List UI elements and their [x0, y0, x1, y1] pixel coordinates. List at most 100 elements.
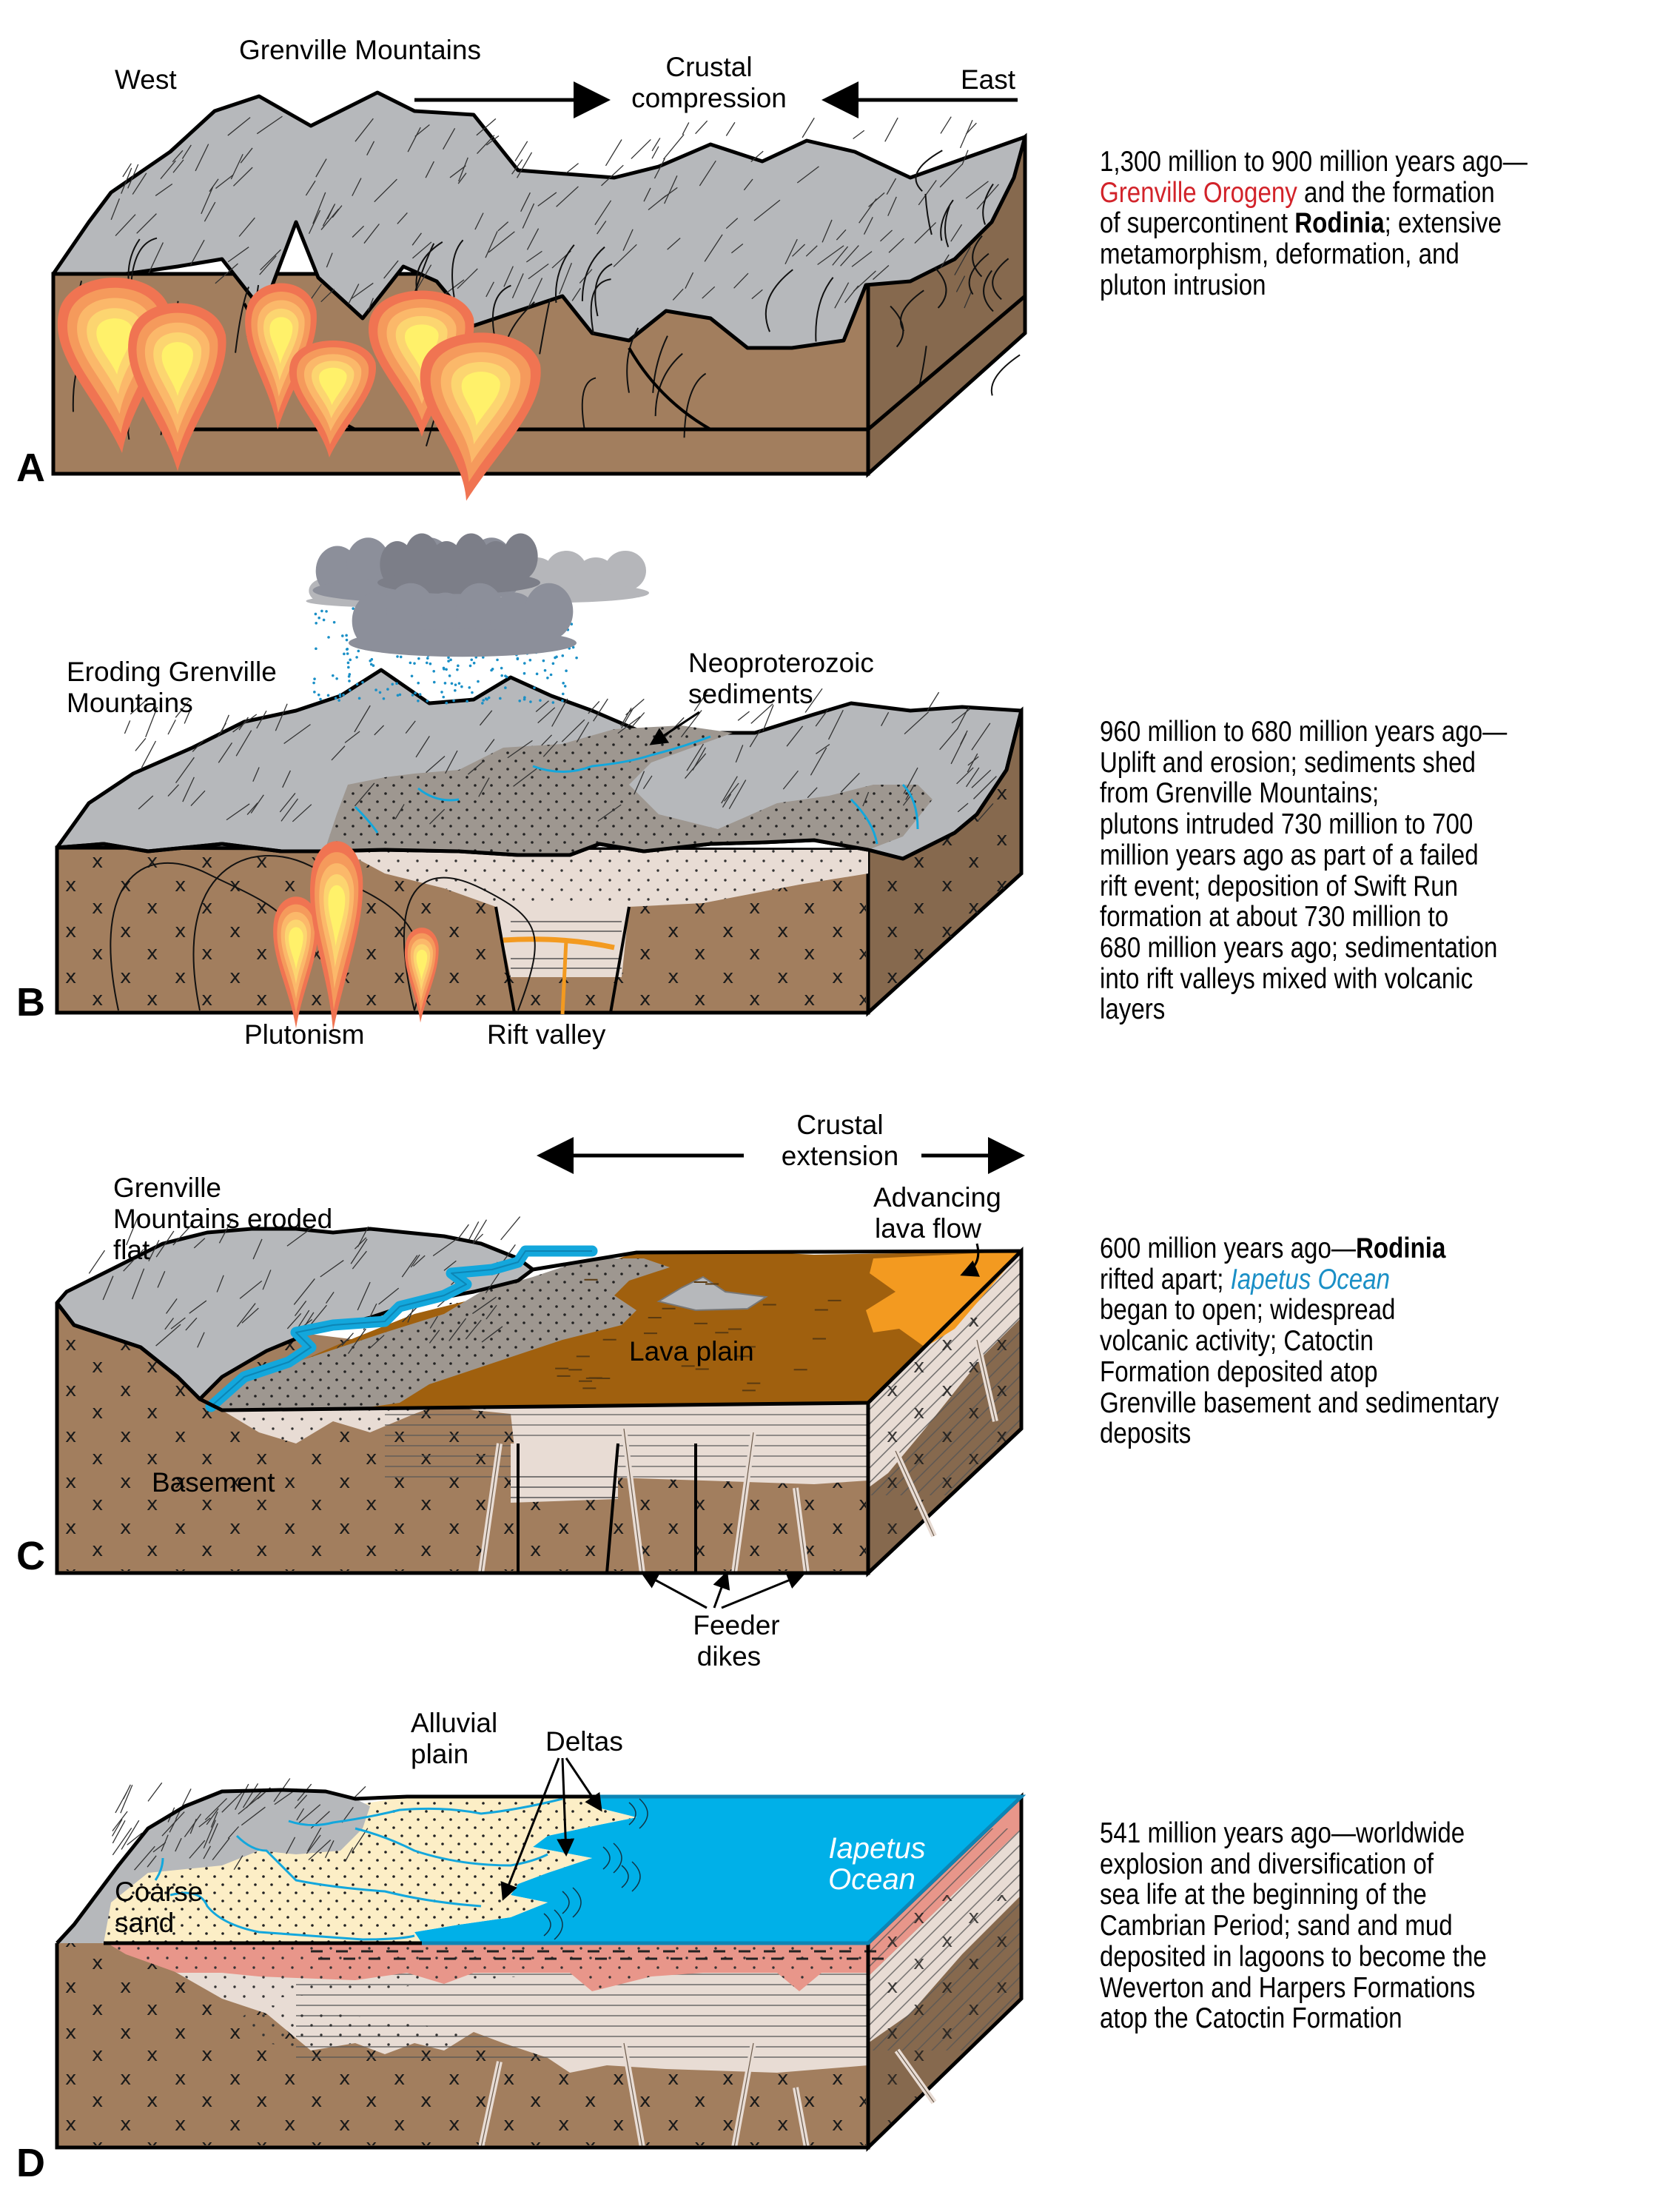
panel-c-graben-lines — [511, 1469, 618, 1499]
raindrop — [349, 658, 352, 662]
raindrop — [487, 696, 491, 700]
stream — [288, 1797, 563, 1826]
hatch-stroke — [172, 159, 184, 173]
description-text: Grenville basement and sedimentary — [1100, 1386, 1499, 1419]
stream — [532, 735, 711, 773]
hatch-stroke — [725, 121, 736, 136]
hatch-stroke — [432, 1236, 460, 1256]
hatch-stroke — [130, 699, 148, 715]
fold-line — [968, 252, 989, 295]
hatch-stroke — [374, 178, 397, 203]
hatch-stroke — [218, 1218, 233, 1244]
raindrop — [565, 669, 568, 673]
hatch-stroke — [429, 1329, 440, 1344]
hatch-stroke — [642, 775, 653, 789]
wave-arc — [572, 1887, 582, 1918]
raindrop — [369, 659, 372, 663]
label-crustal-extension-2: extension — [782, 1141, 898, 1171]
dike-edge — [623, 2042, 643, 2148]
hatch-stroke — [832, 246, 849, 266]
hatch-stroke — [682, 122, 690, 135]
hatch-stroke — [940, 254, 950, 268]
hatch-stroke — [976, 184, 999, 209]
hatch-stroke — [485, 230, 498, 258]
hatch-stroke — [959, 119, 973, 149]
label-grenville-mountains: Grenville Mountains — [239, 35, 481, 65]
hatch-stroke — [126, 1216, 139, 1246]
hatch-stroke — [965, 767, 980, 788]
hatch-stroke — [242, 1783, 259, 1808]
hatch-stroke — [148, 1239, 160, 1261]
hatch-stroke — [306, 1834, 321, 1854]
hatch-stroke — [588, 700, 600, 714]
label-coarse-sand-2: sand — [115, 1908, 174, 1938]
hatch-stroke — [212, 1837, 230, 1861]
hatch-stroke — [155, 183, 173, 196]
panel-b-sediment-dots — [340, 850, 868, 907]
hatch-stroke — [692, 747, 706, 771]
raindrop — [346, 652, 349, 655]
dike-edge — [896, 2050, 935, 2103]
hatch-stroke — [347, 1328, 366, 1355]
hatch-stroke — [401, 1255, 418, 1278]
hatch-stroke — [597, 221, 607, 235]
hatch-stroke — [751, 289, 763, 300]
hatch-stroke — [722, 794, 732, 808]
hatch-stroke — [643, 187, 651, 202]
panel-b-volcanic-sill — [503, 936, 615, 950]
hatch-stroke — [217, 722, 226, 737]
label-alluvial-plain-2: plain — [411, 1739, 468, 1769]
cloud-puff — [503, 533, 538, 580]
hatch-stroke — [164, 1318, 174, 1330]
hatch-stroke — [230, 153, 243, 180]
dike-edge — [623, 1428, 643, 1574]
hatch-stroke — [124, 720, 131, 734]
description-text: explosion and diversification of — [1100, 1848, 1434, 1880]
hatch-stroke — [565, 163, 579, 174]
hatch-stroke — [526, 228, 540, 250]
hatch-stroke — [685, 272, 694, 289]
fold-line — [403, 876, 536, 1011]
hatch-stroke — [355, 118, 374, 142]
hatch-stroke — [189, 1300, 207, 1314]
hatch-stroke — [965, 122, 977, 135]
panel-b: Eroding Grenville Mountains Neoproterozo… — [16, 533, 1024, 1050]
fold-line — [915, 150, 943, 192]
hatch-stroke — [286, 1837, 296, 1854]
fold-line — [815, 277, 834, 342]
hatch-stroke — [410, 1254, 420, 1268]
hatch-stroke — [206, 1808, 219, 1825]
hatch-stroke — [750, 703, 773, 724]
description-text: ; extensive — [1384, 207, 1502, 240]
raindrop — [454, 683, 457, 686]
raindrop — [315, 647, 317, 651]
hatch-stroke — [485, 135, 500, 146]
hatch-stroke — [308, 1840, 332, 1861]
hatch-stroke — [397, 212, 408, 224]
hatch-stroke — [366, 141, 375, 155]
label-iapetus-ocean-1: Iapetus — [828, 1832, 925, 1865]
hatch-stroke — [367, 298, 374, 311]
wave-arc — [543, 1913, 551, 1937]
hatch-stroke — [730, 244, 744, 254]
hatch-stroke — [914, 222, 937, 244]
hatch-stroke — [445, 750, 458, 774]
hatch-stroke — [950, 733, 967, 765]
description-text: into rift valleys mixed with volcanic — [1100, 962, 1474, 995]
hatch-stroke — [429, 1315, 438, 1329]
raindrop — [335, 677, 338, 680]
hatch-stroke — [458, 157, 468, 182]
hatch-stroke — [940, 116, 952, 134]
raindrop — [417, 700, 420, 703]
description-text: of supercontinent — [1100, 207, 1295, 240]
raindrop — [484, 697, 488, 700]
raindrop — [334, 697, 337, 700]
description-line: deposited in lagoons to become the — [1100, 1941, 1584, 1973]
raindrop — [500, 674, 503, 677]
hatch-stroke — [513, 768, 537, 787]
hatch-stroke — [967, 753, 978, 773]
hatch-stroke — [762, 705, 774, 731]
hatch-stroke — [977, 803, 994, 822]
hatch-stroke — [232, 714, 258, 733]
hatch-stroke — [152, 1842, 167, 1853]
